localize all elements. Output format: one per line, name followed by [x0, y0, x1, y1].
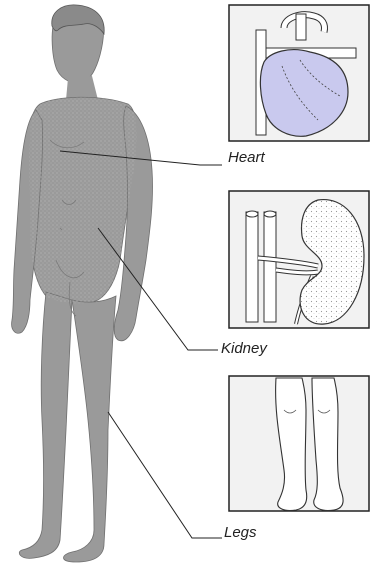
kidney-illustration [246, 200, 364, 325]
legs-leader-line [108, 412, 222, 538]
human-figure [12, 5, 153, 562]
figure-neck [66, 76, 98, 100]
heart-panel [229, 5, 369, 141]
legs-label: Legs [224, 525, 257, 540]
figure-leg-right [64, 296, 117, 562]
legs-panel [229, 376, 369, 511]
kidney-panel [229, 191, 369, 328]
heart-label: Heart [228, 150, 265, 165]
kidney-label: Kidney [221, 341, 267, 356]
figure-leg-left [19, 292, 72, 558]
